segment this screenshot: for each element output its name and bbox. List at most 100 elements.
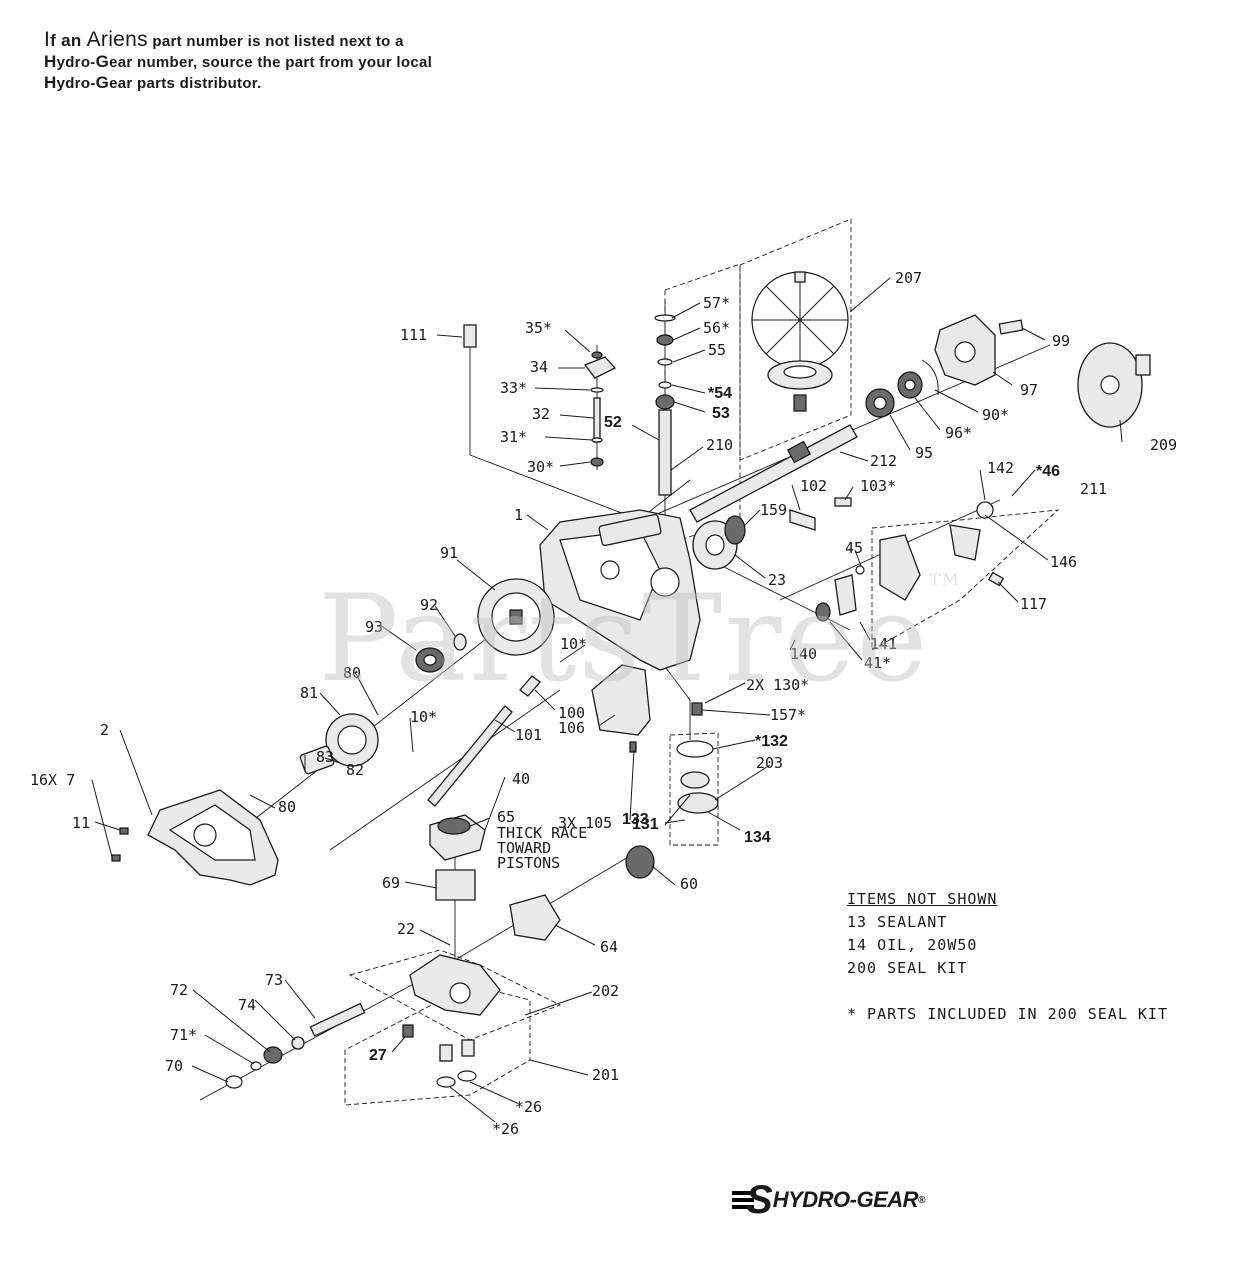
bearing-95-bore <box>873 396 887 410</box>
label-140: 140 <box>790 645 817 663</box>
seal-56 <box>656 334 674 346</box>
label-41: 41* <box>864 654 891 672</box>
logo-mark: S <box>746 1178 773 1222</box>
label-60: 60 <box>680 875 698 893</box>
label-93: 93 <box>365 618 383 636</box>
label-210: 210 <box>706 436 733 454</box>
oring-54 <box>658 381 672 389</box>
label-70: 70 <box>165 1057 183 1075</box>
center-plate-106 <box>591 664 651 736</box>
leader-lines <box>91 277 1123 1123</box>
ring-57 <box>654 314 676 322</box>
label-54: *54 <box>708 385 732 402</box>
items-footnote: * PARTS INCLUDED IN 200 SEAL KIT <box>847 1005 1168 1023</box>
label-80b: 80 <box>278 798 296 816</box>
part-111 <box>463 324 477 348</box>
hub-209-center <box>1100 375 1120 395</box>
label-134: 134 <box>744 829 771 846</box>
side-cover-bore <box>193 823 217 847</box>
label-1: 1 <box>514 506 523 524</box>
label-31: 31* <box>500 428 527 446</box>
label-133: 133 <box>622 811 649 828</box>
fitting-157 <box>691 702 703 716</box>
label-83: 83 <box>316 748 334 766</box>
bushing-159 <box>724 515 746 545</box>
label-82: 82 <box>346 761 364 779</box>
gear-91-hub <box>509 609 523 625</box>
spring-117 <box>987 571 1005 587</box>
label-100: 100 <box>558 704 585 722</box>
axis-line <box>329 689 561 851</box>
pulley-207-nut <box>793 394 807 412</box>
label-64: 64 <box>600 938 618 956</box>
label-132: *132 <box>755 733 788 750</box>
bearing-53 <box>655 394 675 410</box>
label-30: 30* <box>527 458 554 476</box>
bearing-60 <box>625 845 655 879</box>
label-142: 142 <box>987 459 1014 477</box>
housing-bore <box>650 567 680 597</box>
label-3x105: 3X 105 <box>558 814 612 832</box>
label-106: 106 <box>558 719 585 737</box>
note-line-1: THICK RACE <box>497 824 587 842</box>
note-line-3: PISTONS <box>497 854 560 872</box>
label-52: 52 <box>604 414 622 431</box>
label-102: 102 <box>800 477 827 495</box>
oring-132 <box>676 740 714 758</box>
washer-33 <box>590 387 604 393</box>
logo-registered: ® <box>918 1194 925 1206</box>
label-81: 81 <box>300 684 318 702</box>
label-46: *46 <box>1036 463 1060 480</box>
label-27: 27 <box>369 1047 387 1064</box>
seal-41 <box>815 602 831 622</box>
label-33: 33* <box>500 379 527 397</box>
shaft-101 <box>427 705 513 807</box>
label-53: 53 <box>712 405 730 422</box>
label-95: 95 <box>915 444 933 462</box>
gear-23-bore <box>705 534 725 556</box>
label-101: 101 <box>515 726 542 744</box>
bearing-93-bore <box>423 654 437 666</box>
part-103 <box>834 497 852 507</box>
label-74: 74 <box>238 996 256 1014</box>
label-209: 209 <box>1150 436 1177 454</box>
label-111: 111 <box>400 326 427 344</box>
pump-shaft-73 <box>309 1002 366 1037</box>
label-26b: *26 <box>492 1120 519 1138</box>
valve-26b <box>461 1039 475 1057</box>
group-outline-fan <box>739 218 852 461</box>
thick-race-note: THICK RACE TOWARD PISTONS <box>497 824 587 872</box>
part-100 <box>519 675 541 697</box>
items-header: ITEMS NOT SHOWN <box>847 890 998 908</box>
brake-plate-146 <box>949 524 981 561</box>
valve-26a <box>439 1044 453 1062</box>
label-22: 22 <box>397 920 415 938</box>
nut-35 <box>591 351 603 359</box>
washer-55 <box>657 358 673 366</box>
label-69: 69 <box>382 874 400 892</box>
bolt-11 <box>119 827 129 835</box>
hub-97-bore <box>954 341 976 363</box>
shaft-52 <box>658 409 672 496</box>
header-note: If an Ariens part number is not listed n… <box>44 28 433 92</box>
link-102 <box>789 509 816 531</box>
washer-70 <box>225 1075 243 1089</box>
label-11: 11 <box>72 814 90 832</box>
label-10b: 10* <box>410 708 437 726</box>
label-2: 2 <box>100 721 109 739</box>
label-90: 90* <box>982 406 1009 424</box>
fan-207-blades <box>752 272 848 368</box>
label-16x7: 16X 7 <box>30 771 75 789</box>
label-131: 131 <box>632 816 659 833</box>
label-202: 202 <box>592 982 619 1000</box>
filter-131 <box>680 771 710 789</box>
logo-bars <box>732 1191 754 1209</box>
seal-30 <box>590 457 604 467</box>
label-57: 57* <box>703 294 730 312</box>
pulley-207-inner <box>783 365 817 379</box>
center-section-bore <box>449 982 471 1004</box>
snap-ring-90 <box>921 359 939 396</box>
stud-99 <box>998 319 1024 335</box>
washer-92 <box>453 633 467 651</box>
